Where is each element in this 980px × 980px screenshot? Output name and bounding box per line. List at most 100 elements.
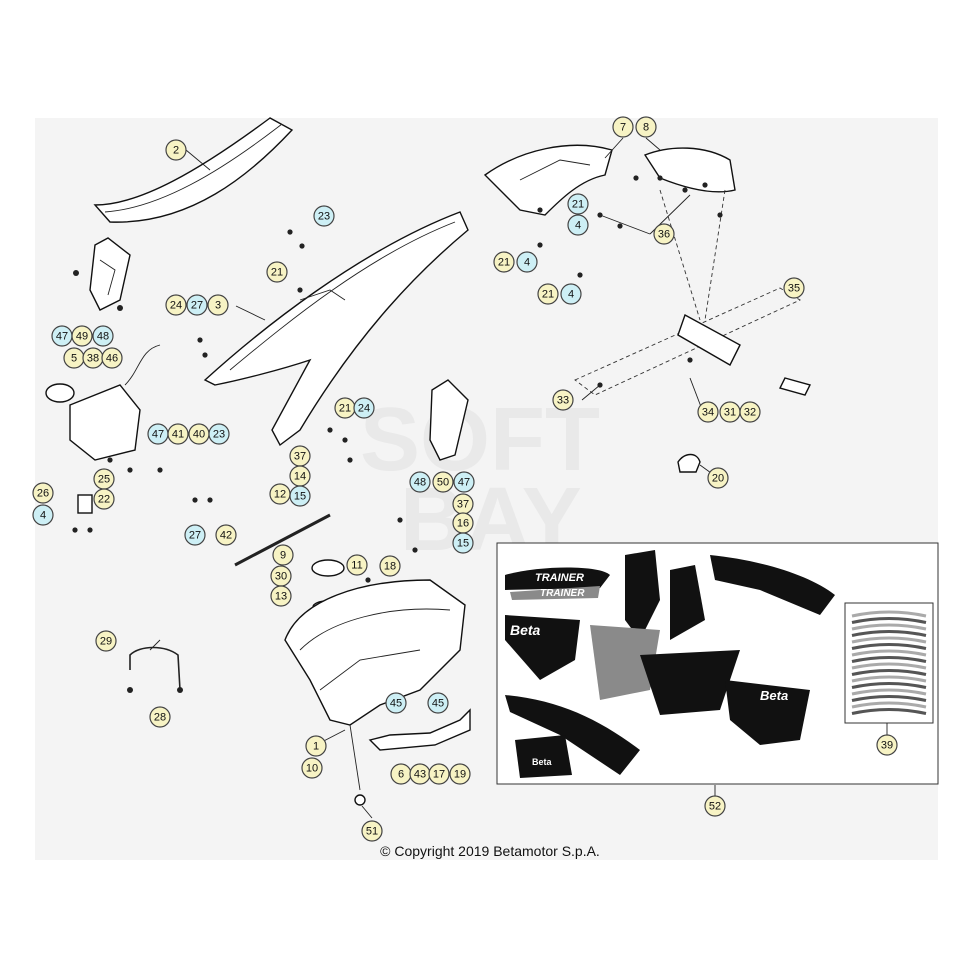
- bolt-6: [597, 212, 603, 218]
- bolt-7: [617, 223, 623, 229]
- callout-label: 51: [366, 826, 378, 838]
- callout-label: 10: [306, 763, 318, 775]
- callout-label: 48: [414, 477, 426, 489]
- rim-stripe-6: [851, 643, 927, 650]
- rim-stripes-panel: [844, 602, 934, 724]
- callout-51: 51: [361, 820, 383, 842]
- bolt-4: [537, 242, 543, 248]
- callout-label: 45: [390, 698, 402, 710]
- bolt-14: [202, 352, 208, 358]
- bolt-30: [687, 357, 693, 363]
- callout-label: 15: [457, 538, 469, 550]
- callout-label: 3: [215, 300, 221, 312]
- bolt-17: [342, 437, 348, 443]
- bolt-1: [287, 229, 293, 235]
- decal-text-trainer-2: TRAINER: [540, 588, 585, 599]
- callout-12: 12: [269, 483, 291, 505]
- bolt-21: [192, 497, 198, 503]
- callout-label: 2: [173, 145, 179, 157]
- bolt-18: [107, 457, 113, 463]
- callout-21: 21: [537, 283, 559, 305]
- bolt-15: [297, 287, 303, 293]
- breather-pipe-part: [234, 513, 331, 567]
- bolt-23: [72, 527, 78, 533]
- callout-label: 47: [152, 429, 164, 441]
- callout-label: 38: [87, 353, 99, 365]
- callout-label: 22: [98, 494, 110, 506]
- callout-label: 5: [71, 353, 77, 365]
- callout-label: 35: [788, 283, 800, 295]
- callout-label: 21: [339, 403, 351, 415]
- bolt-12: [717, 212, 723, 218]
- seat-part: [93, 117, 294, 223]
- callout-label: 27: [189, 530, 201, 542]
- bolt-22: [207, 497, 213, 503]
- rim-stripe-16: [851, 708, 927, 715]
- bolt-25: [347, 457, 353, 463]
- callout-19: 19: [449, 763, 471, 785]
- callout-label: 27: [191, 300, 203, 312]
- bolt-19: [127, 467, 133, 473]
- bolt-13: [197, 337, 203, 343]
- rim-stripe-14: [851, 695, 927, 702]
- bolt-5: [577, 272, 583, 278]
- callout-label: 41: [172, 429, 184, 441]
- callout-28: 28: [149, 706, 171, 728]
- callout-47: 47: [453, 471, 475, 493]
- callout-label: 11: [351, 560, 362, 572]
- callout-37: 37: [289, 445, 311, 467]
- callout-label: 21: [498, 257, 510, 269]
- callout-21: 21: [493, 251, 515, 273]
- callout-label: 6: [398, 769, 404, 781]
- callout-21: 21: [334, 397, 356, 419]
- callout-50: 50: [432, 471, 454, 493]
- callout-4: 4: [567, 214, 589, 236]
- rim-stripe-12: [851, 682, 927, 689]
- callout-31: 31: [719, 401, 741, 423]
- callout-48: 48: [92, 325, 114, 347]
- callout-15: 15: [289, 485, 311, 507]
- callout-23: 23: [208, 423, 230, 445]
- callout-22: 22: [93, 488, 115, 510]
- callout-label: 17: [433, 769, 445, 781]
- callout-label: 1: [313, 741, 319, 753]
- callout-label: 21: [542, 289, 554, 301]
- callout-27: 27: [186, 294, 208, 316]
- fuel-tank-part: [284, 579, 466, 806]
- side-bracket-part: [429, 379, 469, 461]
- callout-48: 48: [409, 471, 431, 493]
- callout-label: 52: [709, 801, 721, 813]
- callout-29: 29: [95, 630, 117, 652]
- callout-label: 25: [98, 474, 110, 486]
- callout-16: 16: [452, 512, 474, 534]
- bolt-10: [682, 187, 688, 193]
- callout-34: 34: [697, 401, 719, 423]
- side-cover-bracket-part: [73, 237, 131, 311]
- callout-label: 34: [702, 407, 714, 419]
- callout-6: 6: [390, 763, 412, 785]
- callout-3: 3: [207, 294, 229, 316]
- rim-stripe-5: [851, 636, 927, 644]
- callout-label: 36: [658, 229, 670, 241]
- callout-label: 12: [274, 489, 286, 501]
- callout-13: 13: [270, 585, 292, 607]
- callout-42: 42: [215, 524, 237, 546]
- callout-label: 9: [280, 550, 286, 562]
- callout-label: 37: [457, 499, 469, 511]
- rim-stripe-2: [851, 617, 927, 624]
- callout-label: 16: [457, 518, 469, 530]
- callout-label: 18: [384, 561, 396, 573]
- callout-38: 38: [82, 347, 104, 369]
- callout-4: 4: [560, 283, 582, 305]
- callout-label: 37: [294, 451, 306, 463]
- callout-label: 43: [414, 769, 426, 781]
- bolt-24: [87, 527, 93, 533]
- bolt-29: [597, 382, 603, 388]
- rim-stripe-4: [851, 630, 927, 637]
- decal-text-beta-3: Beta: [532, 757, 553, 767]
- callout-21: 21: [567, 193, 589, 215]
- callout-label: 23: [213, 429, 225, 441]
- callout-label: 15: [294, 491, 306, 503]
- decal-text-beta-1: Beta: [510, 622, 541, 638]
- callout-33: 33: [552, 389, 574, 411]
